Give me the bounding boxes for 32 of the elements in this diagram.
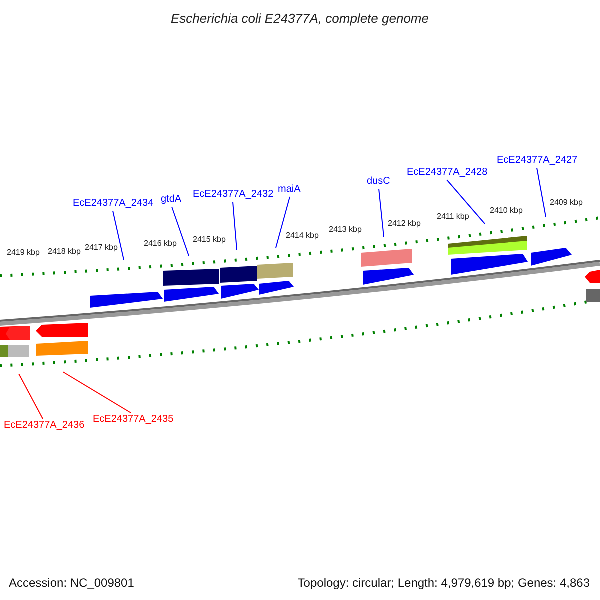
gene-label: EcE24377A_2428 <box>407 166 488 180</box>
leader-line <box>446 180 486 224</box>
leader-line <box>172 206 190 256</box>
scale-label: 2416 kbp <box>144 239 177 249</box>
scale-label: 2417 kbp <box>85 243 118 253</box>
gene-label: EcE24377A_2432 <box>193 188 274 202</box>
leader-line <box>112 210 124 260</box>
scale-label: 2419 kbp <box>7 248 40 258</box>
accession-text: Accession: NC_009801 <box>9 575 134 592</box>
scale-label: 2409 kbp <box>550 198 583 208</box>
leader-line <box>378 188 384 238</box>
leader-line <box>536 168 546 218</box>
gene-label: EcE24377A_2434 <box>73 197 154 211</box>
genome-info-text: Topology: circular; Length: 4,979,619 bp; Genes: 4,863 <box>298 575 590 592</box>
scale-label: 2410 kbp <box>490 206 523 216</box>
scale-label: 2418 kbp <box>48 247 81 257</box>
gene-label: gtdA <box>161 193 182 207</box>
scale-label: 2411 kbp <box>437 212 470 222</box>
genome-title: Escherichia coli E24377A, complete genome <box>170 10 430 28</box>
leader-line <box>276 196 290 248</box>
leader-line <box>62 372 132 414</box>
gene-label: EcE24377A_2427 <box>497 154 578 168</box>
gene-label: dusC <box>367 175 390 189</box>
gene-label: EcE24377A_2436 <box>4 419 85 433</box>
scale-label: 2413 kbp <box>329 225 362 235</box>
leader-line <box>18 374 44 420</box>
gene-label: maiA <box>278 183 301 197</box>
scale-label: 2414 kbp <box>286 231 319 241</box>
scale-label: 2415 kbp <box>193 235 226 245</box>
scale-label: 2412 kbp <box>388 219 421 229</box>
leader-line <box>232 202 238 250</box>
gene-label: EcE24377A_2435 <box>93 413 174 427</box>
